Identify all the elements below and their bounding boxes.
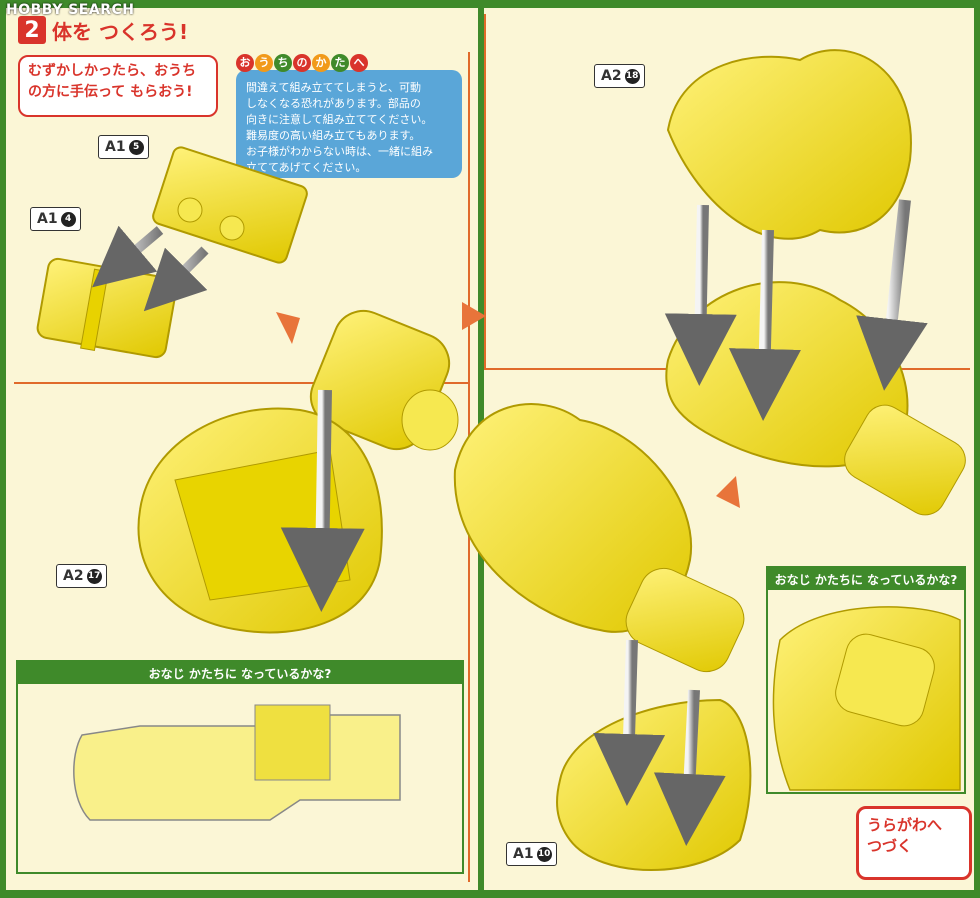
check-box-left: おなじ かたちに なっているかな? [16,660,464,874]
part-tag-number: 5 [128,139,144,155]
part-a1-10-base [556,698,752,871]
part-tag-a1-4: A1 4 [30,207,81,231]
check-sketch-right [772,606,961,791]
check-sketch-left [73,704,401,821]
left-lower-frame [14,382,470,882]
part-tag-label: A1 [513,846,534,862]
arrow [664,199,928,421]
parent-note-header-char: の [293,54,311,72]
part-tag-label: A1 [37,211,58,227]
parent-note-header-char: お [236,54,254,72]
step-arrow [276,302,740,508]
part-tag-a1-5: A1 5 [98,135,149,159]
step-number: 2 [18,16,46,44]
check-box-title: おなじ かたちに なっているかな? [18,662,462,684]
part-a2-18-cover [666,49,912,240]
parent-note: お う ち の か た へ 間違えて組み立ててしまうと、可動 しなくなる恐れがあ… [236,54,462,178]
part-tag-number: 17 [86,568,102,584]
part-tag-number: 10 [536,846,552,862]
parent-note-header-char: う [255,54,273,72]
part-tag-number: 18 [624,68,640,84]
part-a2-17-body-half [137,389,383,634]
step-title: 体を つくろう! [52,20,189,44]
help-note: むずかしかったら、おうち の方に手伝って もらおう! [18,55,218,117]
part-a1-5 [152,146,308,264]
parent-note-header-char: た [331,54,349,72]
continue-on-back-label: うらがわへ つづく [856,806,972,880]
part-tag-label: A1 [105,139,126,155]
parent-note-header-char: か [312,54,330,72]
parent-note-body: 間違えて組み立ててしまうと、可動 しなくなる恐れがあります。部品の 向きに注意し… [246,81,433,174]
part-tag-label: A2 [63,568,84,584]
part-tag-a2-17: A2 17 [56,564,107,588]
part-head-large [453,403,745,673]
left-frame [14,52,470,384]
check-box-title: おなじ かたちに なっているかな? [768,568,964,590]
arrow [593,639,726,846]
parent-note-header-char: ち [274,54,292,72]
check-box-right: おなじ かたちに なっているかな? [766,566,966,794]
watermark: HOBBY SEARCH [6,2,135,18]
part-body-assembly [665,281,966,516]
part-tag-number: 4 [60,211,76,227]
part-tag-a1-10: A1 10 [506,842,557,866]
part-neck-joint [309,309,459,451]
part-tag-a2-18: A2 18 [594,64,645,88]
part-a1-4 [36,257,178,359]
parent-note-header-char: へ [350,54,368,72]
part-tag-label: A2 [601,68,622,84]
arrow [92,225,209,312]
parent-note-header: お う ち の か た へ [236,54,368,72]
